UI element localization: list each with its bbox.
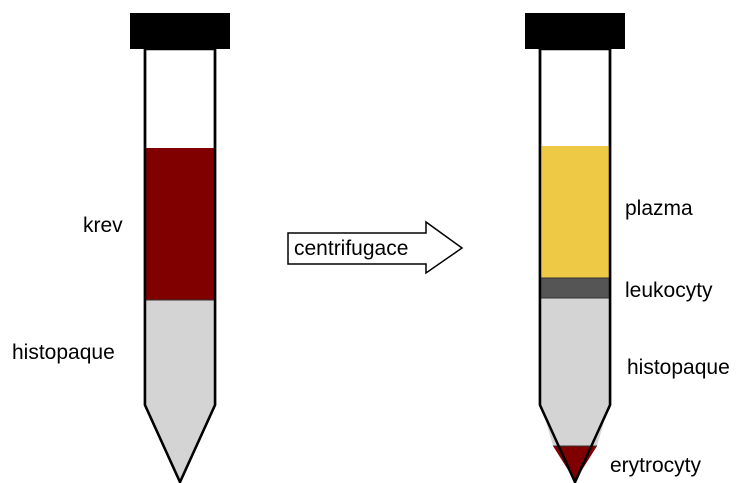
label-histopaque-after: histopaque (627, 356, 730, 379)
label-krev: krev (83, 214, 123, 237)
label-leukocyty: leukocyty (625, 279, 713, 302)
tube-after (525, 13, 625, 482)
tube-before-layer-krev (146, 148, 214, 300)
tube-after-layer-histopaque (541, 298, 609, 446)
label-histopaque-before: histopaque (12, 341, 115, 364)
tube-before-cap (130, 13, 230, 49)
tube-after-cap (525, 13, 625, 49)
label-erytrocyty: erytrocyty (610, 454, 702, 477)
tube-after-layer-erytrocyty (553, 446, 597, 481)
arrow-label: centrifugace (294, 237, 408, 260)
tube-before-layer-histopaque (146, 300, 214, 480)
tube-after-layer-plazma (541, 146, 609, 278)
centrifugation-arrow: centrifugace (288, 222, 462, 273)
tube-after-layer-leukocyty (541, 278, 609, 298)
label-plazma: plazma (625, 197, 693, 220)
tube-before (130, 13, 230, 482)
